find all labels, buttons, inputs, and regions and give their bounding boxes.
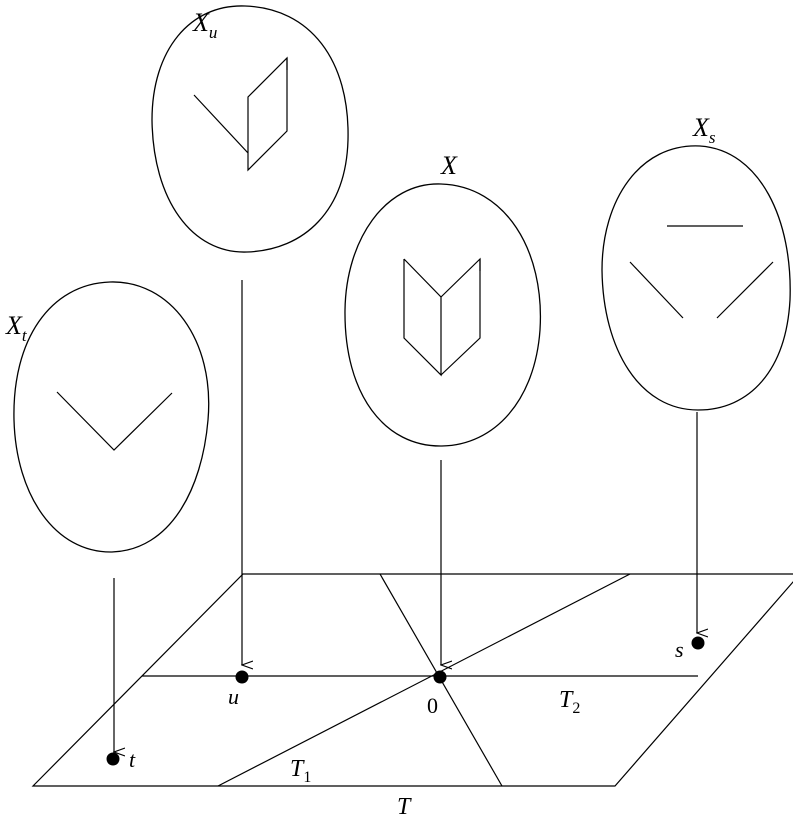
label-T2: T2 [559, 687, 580, 717]
point-u-dot [235, 670, 249, 684]
fiber-Xs-oval [601, 145, 791, 411]
fiber-Xs-right-line [716, 261, 774, 319]
point-s-dot [691, 636, 705, 650]
base-outline [31, 573, 793, 787]
label-point-s: s [675, 637, 684, 662]
label-T: T [397, 794, 412, 819]
fiber-Xu-shape [193, 56, 288, 172]
label-Xu: Xu [192, 8, 217, 42]
fiber-Xu-oval [151, 5, 349, 253]
fiber-X-book-right [440, 257, 481, 376]
fiber-X-oval [344, 183, 542, 447]
fiber-X-book-shape [403, 258, 442, 377]
label-point-t: t [129, 747, 136, 772]
label-Xs: Xs [692, 113, 716, 147]
base-diagonal-line [217, 573, 631, 787]
label-point-0: 0 [427, 693, 438, 718]
fiber-Xt-oval [13, 281, 210, 553]
base-plane-T [31, 573, 793, 787]
point-t-dot [106, 752, 120, 766]
fiber-Xt-v-shape [56, 391, 173, 451]
label-point-u: u [228, 684, 239, 709]
label-T1: T1 [290, 756, 311, 786]
fiber-Xt [13, 281, 210, 752]
point-0-dot [433, 670, 447, 684]
fiber-Xu [151, 5, 349, 665]
fiber-Xs-left-line [629, 261, 684, 319]
label-X: X [440, 151, 458, 180]
label-Xt: Xt [5, 311, 28, 345]
fiber-Xs [601, 145, 791, 633]
fiber-X [344, 183, 542, 665]
